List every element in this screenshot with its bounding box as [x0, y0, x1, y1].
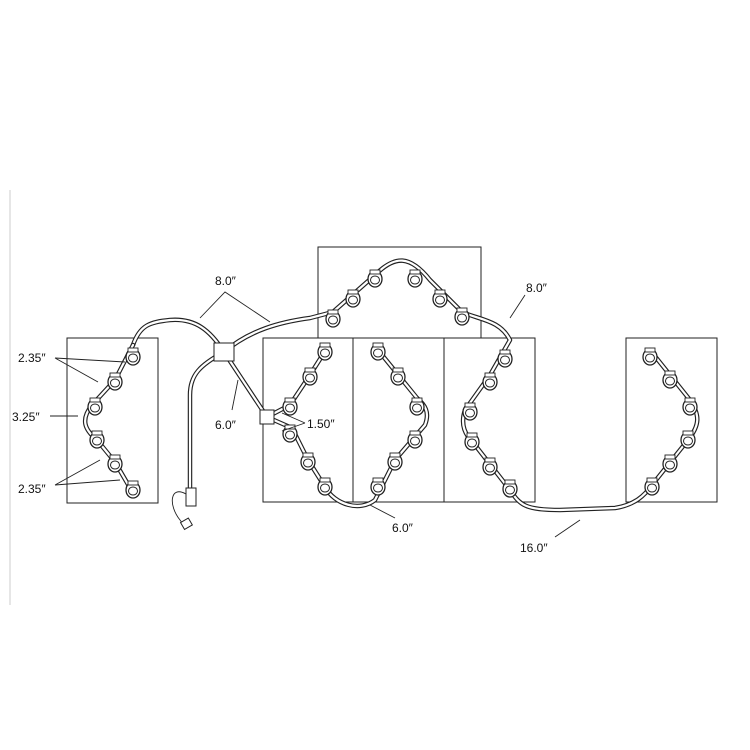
panel-left: [66, 337, 159, 504]
panel-3: [352, 337, 445, 503]
lamp-icon: [367, 269, 383, 288]
lamp-icon: [125, 347, 141, 366]
lamp-icon: [282, 397, 298, 416]
lamp-icon: [325, 309, 341, 328]
lamp-icon: [87, 397, 103, 416]
lamp-icon: [662, 454, 678, 473]
dimension-leaders: [50, 291, 581, 538]
tee-connector-branch: [259, 409, 275, 425]
lamp-icon: [282, 424, 298, 443]
dimension-labels: 8.0″ 2.35″ 3.25″ 2.35″ 6.0″ 1.50″ 8.0″ 6…: [12, 274, 548, 555]
label-spacing-lower: 2.35″: [18, 482, 46, 496]
panels: [66, 246, 718, 504]
lamp-icon: [644, 477, 660, 496]
tubing: [82, 258, 700, 513]
label-branch-length: 6.0″: [215, 418, 237, 432]
lamp-icon: [387, 452, 403, 471]
lamp-icon: [502, 479, 518, 498]
tube-segment: [131, 318, 226, 354]
lamp-icon: [89, 430, 105, 449]
lamp-icon: [390, 367, 406, 386]
lamp-icon: [317, 342, 333, 361]
lamp-icon: [482, 457, 498, 476]
lamp-icon: [642, 347, 658, 366]
lamp-icon: [407, 430, 423, 449]
plug-cap-tether: [171, 491, 187, 529]
lamp-icon: [497, 349, 513, 368]
lamp-icon: [407, 269, 423, 288]
lamp-icon: [345, 289, 361, 308]
panel-4: [443, 337, 536, 503]
lamp-icon: [125, 480, 141, 499]
tube-segment: [222, 350, 269, 419]
lamp-icon: [300, 452, 316, 471]
lamp-icon: [482, 372, 498, 391]
label-long-link-length: 16.0″: [520, 541, 548, 555]
label-spacing-upper: 2.35″: [18, 351, 46, 365]
label-bend-length: 3.25″: [12, 410, 40, 424]
lamp-icon: [682, 397, 698, 416]
panel-5: [625, 337, 718, 503]
label-tee-offset: 1.50″: [307, 417, 335, 431]
lamp-icon: [464, 432, 480, 451]
fittings: [171, 342, 275, 531]
lamp-icon: [107, 372, 123, 391]
lamp-icon: [317, 477, 333, 496]
tube-segment: [265, 346, 329, 419]
lamp-icon: [302, 367, 318, 386]
tube-segment: [84, 343, 135, 495]
lamp-icon: [432, 289, 448, 308]
lamp-icon: [462, 402, 478, 421]
lamp-icon: [662, 370, 678, 389]
lamp-icon: [454, 307, 470, 326]
label-top-right-length: 8.0″: [526, 281, 548, 295]
label-bottom-link-length: 6.0″: [392, 521, 414, 535]
plug-connector: [185, 487, 197, 507]
lamp-icon: [107, 454, 123, 473]
lamp-icon: [409, 397, 425, 416]
lamp-icon: [680, 430, 696, 449]
tee-connector-main: [213, 342, 235, 362]
lamp-icon: [370, 477, 386, 496]
lamps: [87, 269, 698, 499]
plug-cap: [179, 517, 194, 531]
label-top-left-length: 8.0″: [215, 274, 237, 288]
lamp-icon: [370, 342, 386, 361]
tube-segment: [82, 342, 136, 496]
